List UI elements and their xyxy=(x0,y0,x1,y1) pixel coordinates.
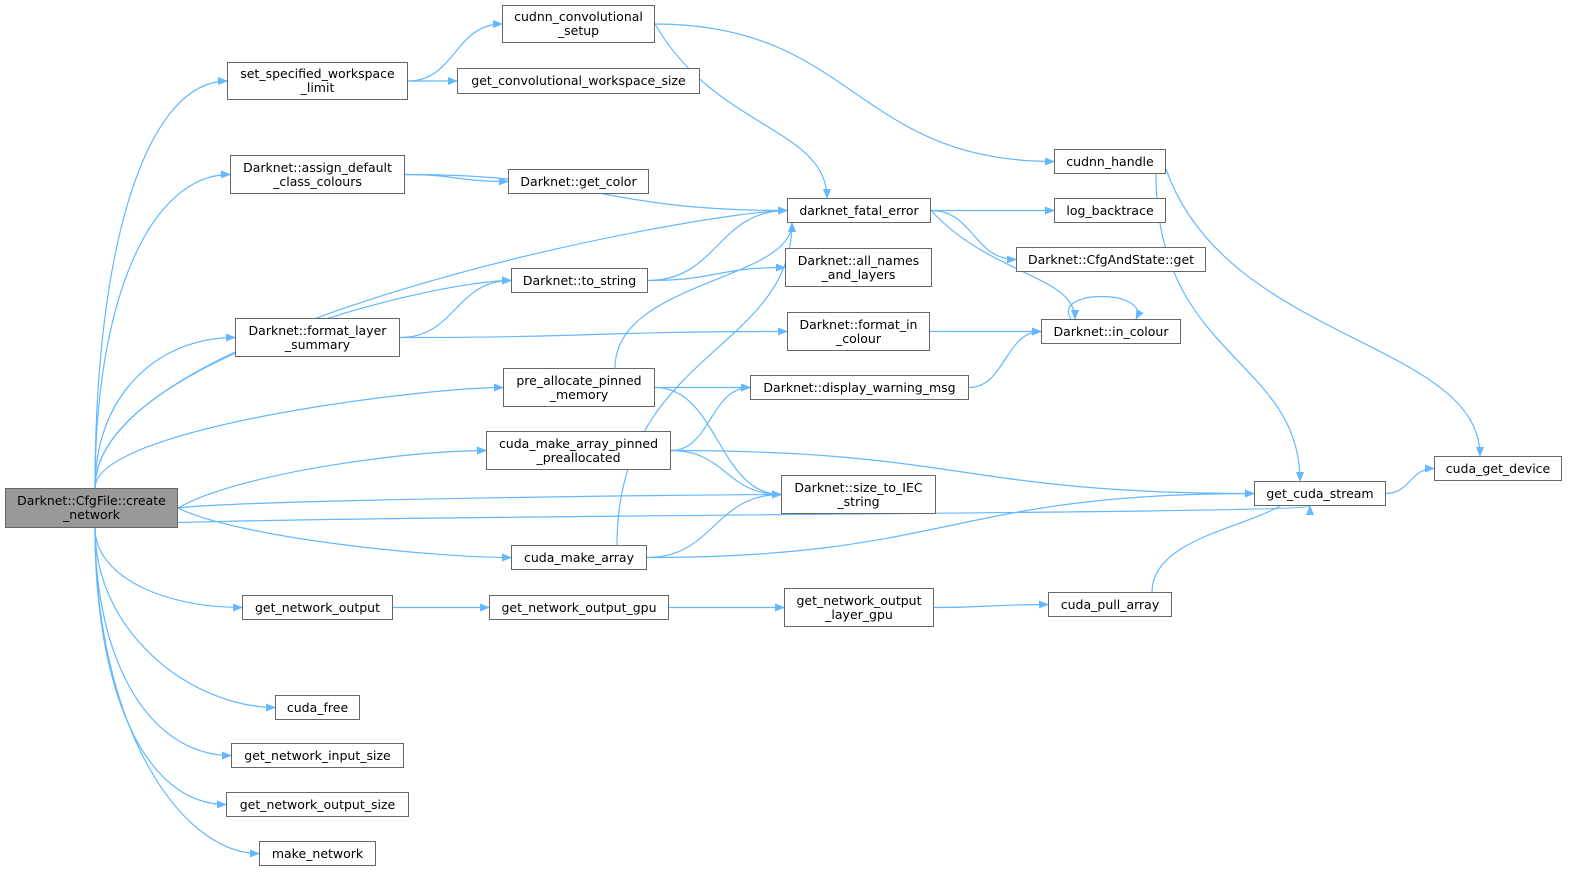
node-device[interactable]: cuda_get_device xyxy=(1434,456,1562,481)
node-root[interactable]: Darknet::CfgFile::create _network xyxy=(5,488,178,528)
edge-root-to-make_net xyxy=(94,527,260,858)
edge-root-to-net_out xyxy=(94,527,243,612)
edge-assign-to-get_color xyxy=(404,173,509,186)
edge-make_array-to-fatal xyxy=(616,222,796,546)
edge-warn-to-in_colour xyxy=(968,327,1042,389)
edge-make_array-to-stream xyxy=(646,489,1255,559)
edge-root-to-set_ws xyxy=(94,77,228,489)
node-layer-gpu[interactable]: get_network_output _layer_gpu xyxy=(784,588,934,627)
node-all-names[interactable]: Darknet::all_names _and_layers xyxy=(785,248,932,287)
node-cfg-get[interactable]: Darknet::CfgAndState::get xyxy=(1016,247,1206,272)
edge-conv_setup-to-fatal xyxy=(654,23,831,199)
edge-prealloc-to-fatal xyxy=(614,222,796,369)
node-pull[interactable]: cuda_pull_array xyxy=(1048,592,1172,617)
edge-root-to-cuda_free xyxy=(94,527,276,712)
edge-root-to-fmt_layer xyxy=(94,333,236,489)
edge-to_string-to-fatal xyxy=(647,206,788,282)
edge-cudnn_handle-to-stream xyxy=(1155,173,1304,482)
node-backtrace[interactable]: log_backtrace xyxy=(1054,198,1166,223)
edge-prealloc-to-iec xyxy=(654,386,782,499)
node-set-ws[interactable]: set_specified_workspace _limit xyxy=(227,62,408,100)
node-to-string[interactable]: Darknet::to_string xyxy=(511,268,648,293)
node-cudnn-handle[interactable]: cudnn_handle xyxy=(1054,149,1166,174)
node-conv-ws[interactable]: get_convolutional_workspace_size xyxy=(457,68,700,94)
node-warn[interactable]: Darknet::display_warning_msg xyxy=(750,375,969,400)
node-assign[interactable]: Darknet::assign_default _class_colours xyxy=(230,155,405,194)
node-net-out-gpu[interactable]: get_network_output_gpu xyxy=(489,595,669,620)
node-stream[interactable]: get_cuda_stream xyxy=(1254,481,1386,506)
edge-pinned-to-warn xyxy=(670,383,751,452)
node-make-net[interactable]: make_network xyxy=(259,841,376,866)
edge-set_ws-to-conv_setup xyxy=(407,20,503,82)
edge-pinned-to-iec xyxy=(670,449,782,499)
edge-root-to-iec xyxy=(177,490,782,509)
edge-root-to-assign xyxy=(94,170,231,489)
node-out-size[interactable]: get_network_output_size xyxy=(226,792,409,817)
edge-stream-to-device xyxy=(1385,464,1435,495)
node-iec[interactable]: Darknet::size_to_IEC _string xyxy=(781,475,936,514)
node-in-size[interactable]: get_network_input_size xyxy=(231,743,404,768)
node-conv-setup[interactable]: cudnn_convolutional _setup xyxy=(502,5,655,43)
edge-root-to-to_string xyxy=(94,276,512,489)
edge-layer_gpu-to-pull xyxy=(933,600,1049,609)
edge-fmt_layer-to-to_string xyxy=(399,276,512,339)
edge-to_string-to-all_names xyxy=(647,263,786,282)
edge-fmt_layer-to-fmt_colour xyxy=(399,327,788,339)
edge-root-to-prealloc xyxy=(94,383,504,489)
edge-root-to-in_size xyxy=(94,527,232,760)
node-fmt-colour[interactable]: Darknet::format_in _colour xyxy=(787,312,930,351)
node-get-color[interactable]: Darknet::get_color xyxy=(508,169,649,194)
edge-pinned-to-stream xyxy=(670,449,1255,498)
node-cuda-free[interactable]: cuda_free xyxy=(275,695,360,720)
node-in-colour[interactable]: Darknet::in_colour xyxy=(1041,319,1181,344)
edge-root-to-stream xyxy=(94,505,1313,529)
edge-root-to-pinned xyxy=(177,446,487,509)
node-fatal[interactable]: darknet_fatal_error xyxy=(787,198,931,223)
edge-fatal-to-cfg_get xyxy=(930,209,1017,264)
node-prealloc[interactable]: pre_allocate_pinned _memory xyxy=(503,368,655,407)
edge-root-to-make_array xyxy=(177,507,512,562)
edge-conv_setup-to-cudnn_handle xyxy=(654,23,1055,166)
node-net-out[interactable]: get_network_output xyxy=(242,595,393,620)
edge-cudnn_handle-to-device xyxy=(1165,168,1484,457)
node-pinned[interactable]: cuda_make_array_pinned _preallocated xyxy=(486,431,671,470)
node-make-array[interactable]: cuda_make_array xyxy=(511,545,647,570)
node-fmt-layer[interactable]: Darknet::format_layer _summary xyxy=(235,318,400,357)
edge-root-to-fatal xyxy=(94,206,788,489)
edge-make_array-to-iec xyxy=(646,490,782,559)
edge-in_colour-to-in_colour xyxy=(1067,295,1144,320)
